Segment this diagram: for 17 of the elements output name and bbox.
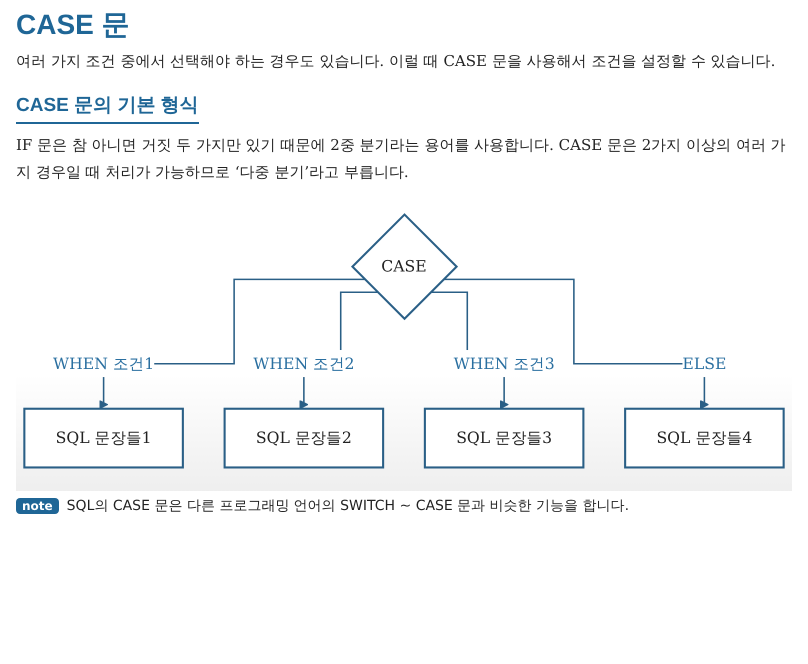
node-box: SQL 문장들4 xyxy=(624,407,785,468)
note-badge: note xyxy=(16,498,59,514)
note-text: SQL의 CASE 문은 다른 프로그래밍 언어의 SWITCH ~ CASE 문과 비슷한 기능을 합니다. xyxy=(66,496,630,515)
section-heading: CASE 문의 기본 형식 xyxy=(16,92,199,124)
edge-label: WHEN 조건2 xyxy=(253,354,354,373)
node-box: SQL 문장들2 xyxy=(224,407,384,468)
edge-label: ELSE xyxy=(682,354,726,373)
body-paragraph: IF 문은 참 아니면 거짓 두 가지만 있기 때문에 2중 분기라는 용어를 사용합니다. CASE 문은 2가지 이상의 여러 가지 경우일 때 처리가 가능하므로 ‘다중 분기’라고 부릅니다. xyxy=(16,135,787,182)
node-box: SQL 문장들3 xyxy=(424,407,584,468)
arrow xyxy=(443,278,709,409)
node-box: SQL 문장들1 xyxy=(23,407,184,468)
edge-label: WHEN 조건1 xyxy=(53,354,154,373)
arrow xyxy=(99,278,365,409)
edge-label: WHEN 조건3 xyxy=(454,354,555,373)
intro-paragraph: 여러 가지 조건 중에서 선택해야 하는 경우도 있습니다. 이럴 때 CASE 문을 사용해서 조건을 설정할 수 있습니다. xyxy=(16,51,776,72)
page-title: CASE 문 xyxy=(16,8,131,42)
node-diamond: CASE xyxy=(350,212,458,320)
